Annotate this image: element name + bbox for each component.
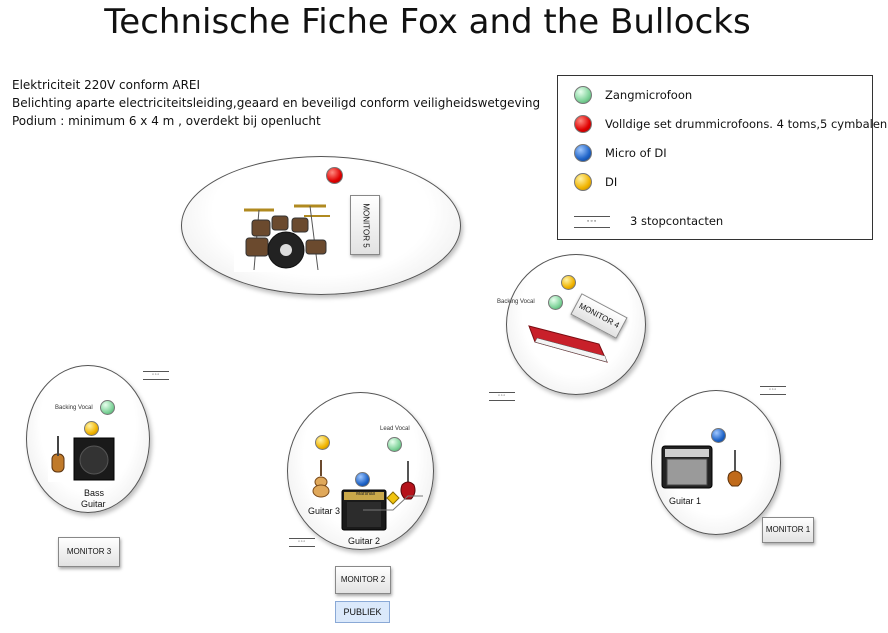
bass-label-line-1: Bass — [84, 488, 105, 498]
bass-backing-vocal-dot — [100, 400, 115, 415]
legend-vocal-mic-dot — [574, 86, 592, 104]
bass-backing-vocal-label: Backing Vocal — [55, 405, 93, 411]
legend: Zangmicrofoon Volldige set drummicrofoon… — [557, 75, 887, 240]
monitor-5-label: MONITOR 5 — [361, 203, 371, 248]
keyboard-icon — [528, 325, 608, 363]
guitar-1-guitar-icon — [719, 448, 751, 490]
guitar-1-mic-dot — [711, 428, 726, 443]
note-lighting: Belichting aparte electriciteitsleiding,… — [12, 96, 541, 110]
guitar-1-outlet-icon: ◦◦◦ — [760, 386, 786, 395]
legend-mic-or-di-label: Micro of DI — [605, 146, 667, 160]
bass-label-line-2: Guitar — [81, 499, 106, 509]
acoustic-guitar-icon — [312, 460, 330, 498]
monitor-2: MONITOR 2 — [335, 566, 391, 594]
guitar-1-label: Guitar 1 — [669, 496, 702, 506]
lead-vocal-label: Lead Vocal — [380, 426, 410, 432]
legend-outlet-label: 3 stopcontacten — [630, 214, 724, 228]
keys-outlet-icon: ◦◦◦ — [489, 392, 515, 401]
lead-vocal-dot — [387, 437, 402, 452]
audience-label: PUBLIEK — [335, 601, 390, 623]
drum-kit-icon — [234, 192, 334, 272]
guitar-2-mic-dot — [355, 472, 370, 487]
legend-drum-mics-dot — [574, 115, 592, 133]
center-outlet-icon: ◦◦◦ — [289, 538, 315, 547]
legend-vocal-mic-label: Zangmicrofoon — [605, 88, 693, 102]
note-stage-size: Podium : minimum 6 x 4 m , overdekt bij … — [12, 114, 321, 128]
legend-di-dot — [574, 173, 592, 191]
legend-outlet-icon: ◦◦◦ — [574, 216, 610, 228]
cable-icon — [363, 491, 423, 511]
page-title: Technische Fiche Fox and the Bullocks — [104, 2, 751, 42]
guitar-3-label: Guitar 3 — [308, 506, 341, 516]
note-electricity: Elektriciteit 220V conform AREI — [12, 78, 201, 92]
guitar-3-di-dot — [315, 435, 330, 450]
monitor-1: MONITOR 1 — [762, 517, 814, 543]
monitor-5: MONITOR 5 — [350, 195, 380, 255]
keys-backing-vocal-dot — [548, 295, 563, 310]
keys-backing-vocal-label: Backing Vocal — [497, 299, 535, 305]
monitor-3: MONITOR 3 — [58, 537, 120, 567]
guitar-1-amp-icon — [661, 445, 713, 489]
drum-mics-dot — [326, 167, 343, 184]
legend-mic-or-di-dot — [574, 144, 592, 162]
bass-di-dot — [84, 421, 99, 436]
keys-riser — [506, 254, 646, 395]
keys-di-dot — [561, 275, 576, 290]
legend-di-label: DI — [605, 175, 618, 189]
bass-rig-icon — [48, 436, 115, 482]
guitar-2-label: Guitar 2 — [348, 536, 381, 546]
amp-brand-label: Marshall — [356, 491, 375, 497]
legend-drum-mics-label: Volldige set drummicrofoons. 4 toms,5 cy… — [605, 117, 888, 131]
bass-outlet-icon: ◦◦◦ — [143, 371, 169, 380]
electric-guitar-icon — [400, 461, 416, 500]
